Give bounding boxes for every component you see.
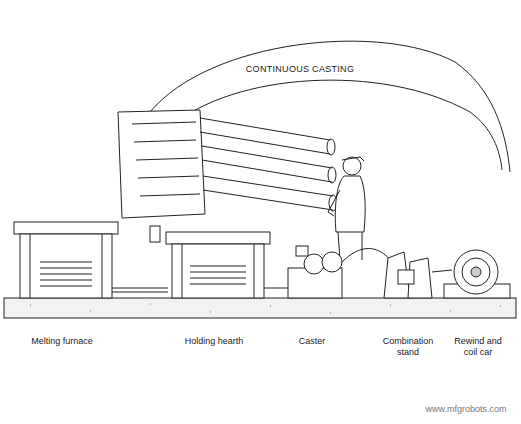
melting-furnace bbox=[14, 222, 118, 234]
holding-hearth bbox=[166, 232, 270, 244]
roll-end bbox=[327, 139, 335, 155]
stand-rolls bbox=[398, 270, 414, 284]
hearth-grill bbox=[182, 244, 254, 298]
strip bbox=[432, 270, 452, 272]
part-label: Holding hearth bbox=[169, 336, 259, 347]
part-label: Combination stand bbox=[378, 336, 438, 358]
caster-motor bbox=[296, 246, 308, 256]
hearth-tower bbox=[150, 226, 160, 242]
part-label: Caster bbox=[282, 336, 342, 347]
diagram-title: CONTINUOUS CASTING bbox=[246, 64, 354, 75]
caster-frame bbox=[118, 110, 205, 218]
roll-cylinders bbox=[200, 118, 333, 210]
launder bbox=[112, 288, 168, 292]
sheet-outline bbox=[172, 80, 502, 170]
watermark: www.mfgrobots.com bbox=[425, 404, 506, 415]
worker-cap bbox=[342, 157, 364, 161]
furnace-grill bbox=[30, 234, 102, 298]
worker-body bbox=[335, 176, 365, 232]
floor-slab bbox=[4, 298, 516, 318]
sheet-outline bbox=[150, 41, 510, 172]
coil bbox=[462, 258, 490, 286]
melting-furnace bbox=[20, 234, 112, 298]
coil bbox=[454, 250, 498, 294]
worker-arm bbox=[328, 190, 340, 216]
frame-lines bbox=[132, 122, 200, 196]
coil-core bbox=[471, 267, 481, 277]
strip bbox=[342, 249, 392, 263]
caster-roll bbox=[304, 254, 324, 274]
worker-legs bbox=[338, 232, 362, 260]
part-label: Rewind and coil car bbox=[448, 336, 508, 358]
roll-end bbox=[328, 167, 336, 183]
caster-roll bbox=[322, 252, 342, 272]
floor-stipple bbox=[30, 304, 501, 313]
holding-hearth bbox=[172, 244, 264, 298]
part-label: Melting furnace bbox=[12, 336, 112, 347]
